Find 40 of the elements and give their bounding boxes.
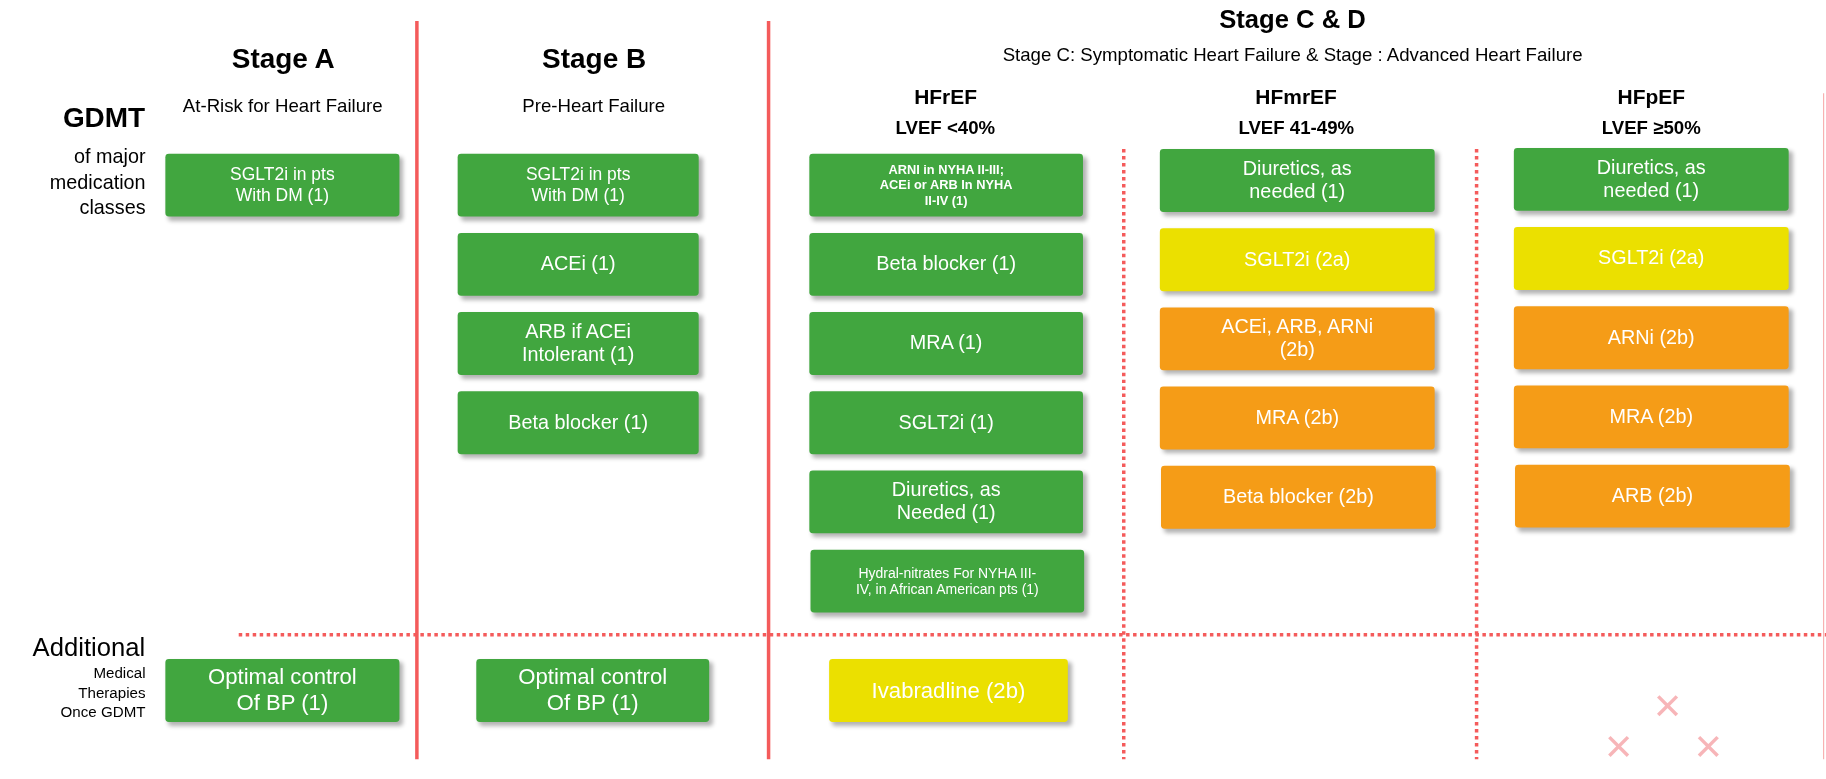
treatment-box: SGLT2i (2a) bbox=[1159, 228, 1435, 292]
treatment-box: Ivabradline (2b) bbox=[829, 659, 1068, 722]
treatment-box: Diuretics, as needed (1) bbox=[1159, 149, 1435, 212]
treatment-box: Diuretics, as Needed (1) bbox=[809, 470, 1083, 534]
treatment-box: MRA (1) bbox=[809, 312, 1083, 375]
treatment-box: Beta blocker (2b) bbox=[1161, 465, 1436, 529]
stage-heading: Stage B bbox=[542, 41, 647, 75]
treatment-box: MRA (2b) bbox=[1513, 385, 1789, 449]
treatment-box: Beta blocker (1) bbox=[457, 391, 699, 455]
treatment-box: MRA (2b) bbox=[1159, 386, 1435, 450]
stage-heading: Stage A bbox=[231, 41, 335, 75]
treatment-box: ARNI in NYHA II-III; ACEi or ARB In NYHA II-IV (1) bbox=[809, 153, 1083, 217]
column-heading: HFrEF bbox=[914, 85, 977, 110]
column-heading: HFmrEF bbox=[1255, 85, 1337, 110]
treatment-box: ACEi (1) bbox=[457, 232, 699, 296]
treatment-box: Beta blocker (1) bbox=[809, 232, 1083, 296]
row-subheading: Medical Therapies Once GDMT bbox=[59, 663, 146, 723]
stage-subtitle: Pre-Heart Failure bbox=[522, 95, 666, 117]
treatment-box: Diuretics, as needed (1) bbox=[1513, 147, 1789, 211]
treatment-box: ARNi (2b) bbox=[1513, 306, 1789, 370]
treatment-box: ACEi, ARB, ARNi (2b) bbox=[1159, 307, 1435, 371]
row-heading: GDMT bbox=[62, 101, 146, 134]
treatment-box: SGLT2i (1) bbox=[809, 391, 1083, 455]
treatment-box: Hydral-nitrates For NYHA III-IV, in African American pts (1) bbox=[810, 549, 1085, 613]
ejection-fraction-label: LVEF 41-49% bbox=[1238, 117, 1355, 139]
treatment-box: SGLT2i (2a) bbox=[1513, 227, 1789, 290]
row-subheading: of major medication classes bbox=[48, 144, 146, 222]
ejection-fraction-label: LVEF <40% bbox=[895, 117, 996, 139]
treatment-box: Optimal control Of BP (1) bbox=[165, 659, 400, 722]
treatment-box: SGLT2i in pts With DM (1) bbox=[457, 153, 699, 217]
treatment-box: ARB (2b) bbox=[1515, 464, 1790, 528]
stage-subtitle: Stage C: Symptomatic Heart Failure & Stage : Advanced Heart Failure bbox=[1002, 44, 1583, 66]
treatment-box: SGLT2i in pts With DM (1) bbox=[165, 153, 400, 217]
stage-heading: Stage C & D bbox=[1219, 4, 1366, 35]
row-heading: Additional bbox=[32, 632, 146, 663]
column-heading: HFpEF bbox=[1617, 85, 1686, 110]
stage-subtitle: At-Risk for Heart Failure bbox=[182, 95, 383, 117]
treatment-box: ARB if ACEi Intolerant (1) bbox=[457, 312, 699, 375]
treatment-box: Optimal control Of BP (1) bbox=[476, 659, 710, 722]
ejection-fraction-label: LVEF ≥50% bbox=[1601, 117, 1701, 139]
